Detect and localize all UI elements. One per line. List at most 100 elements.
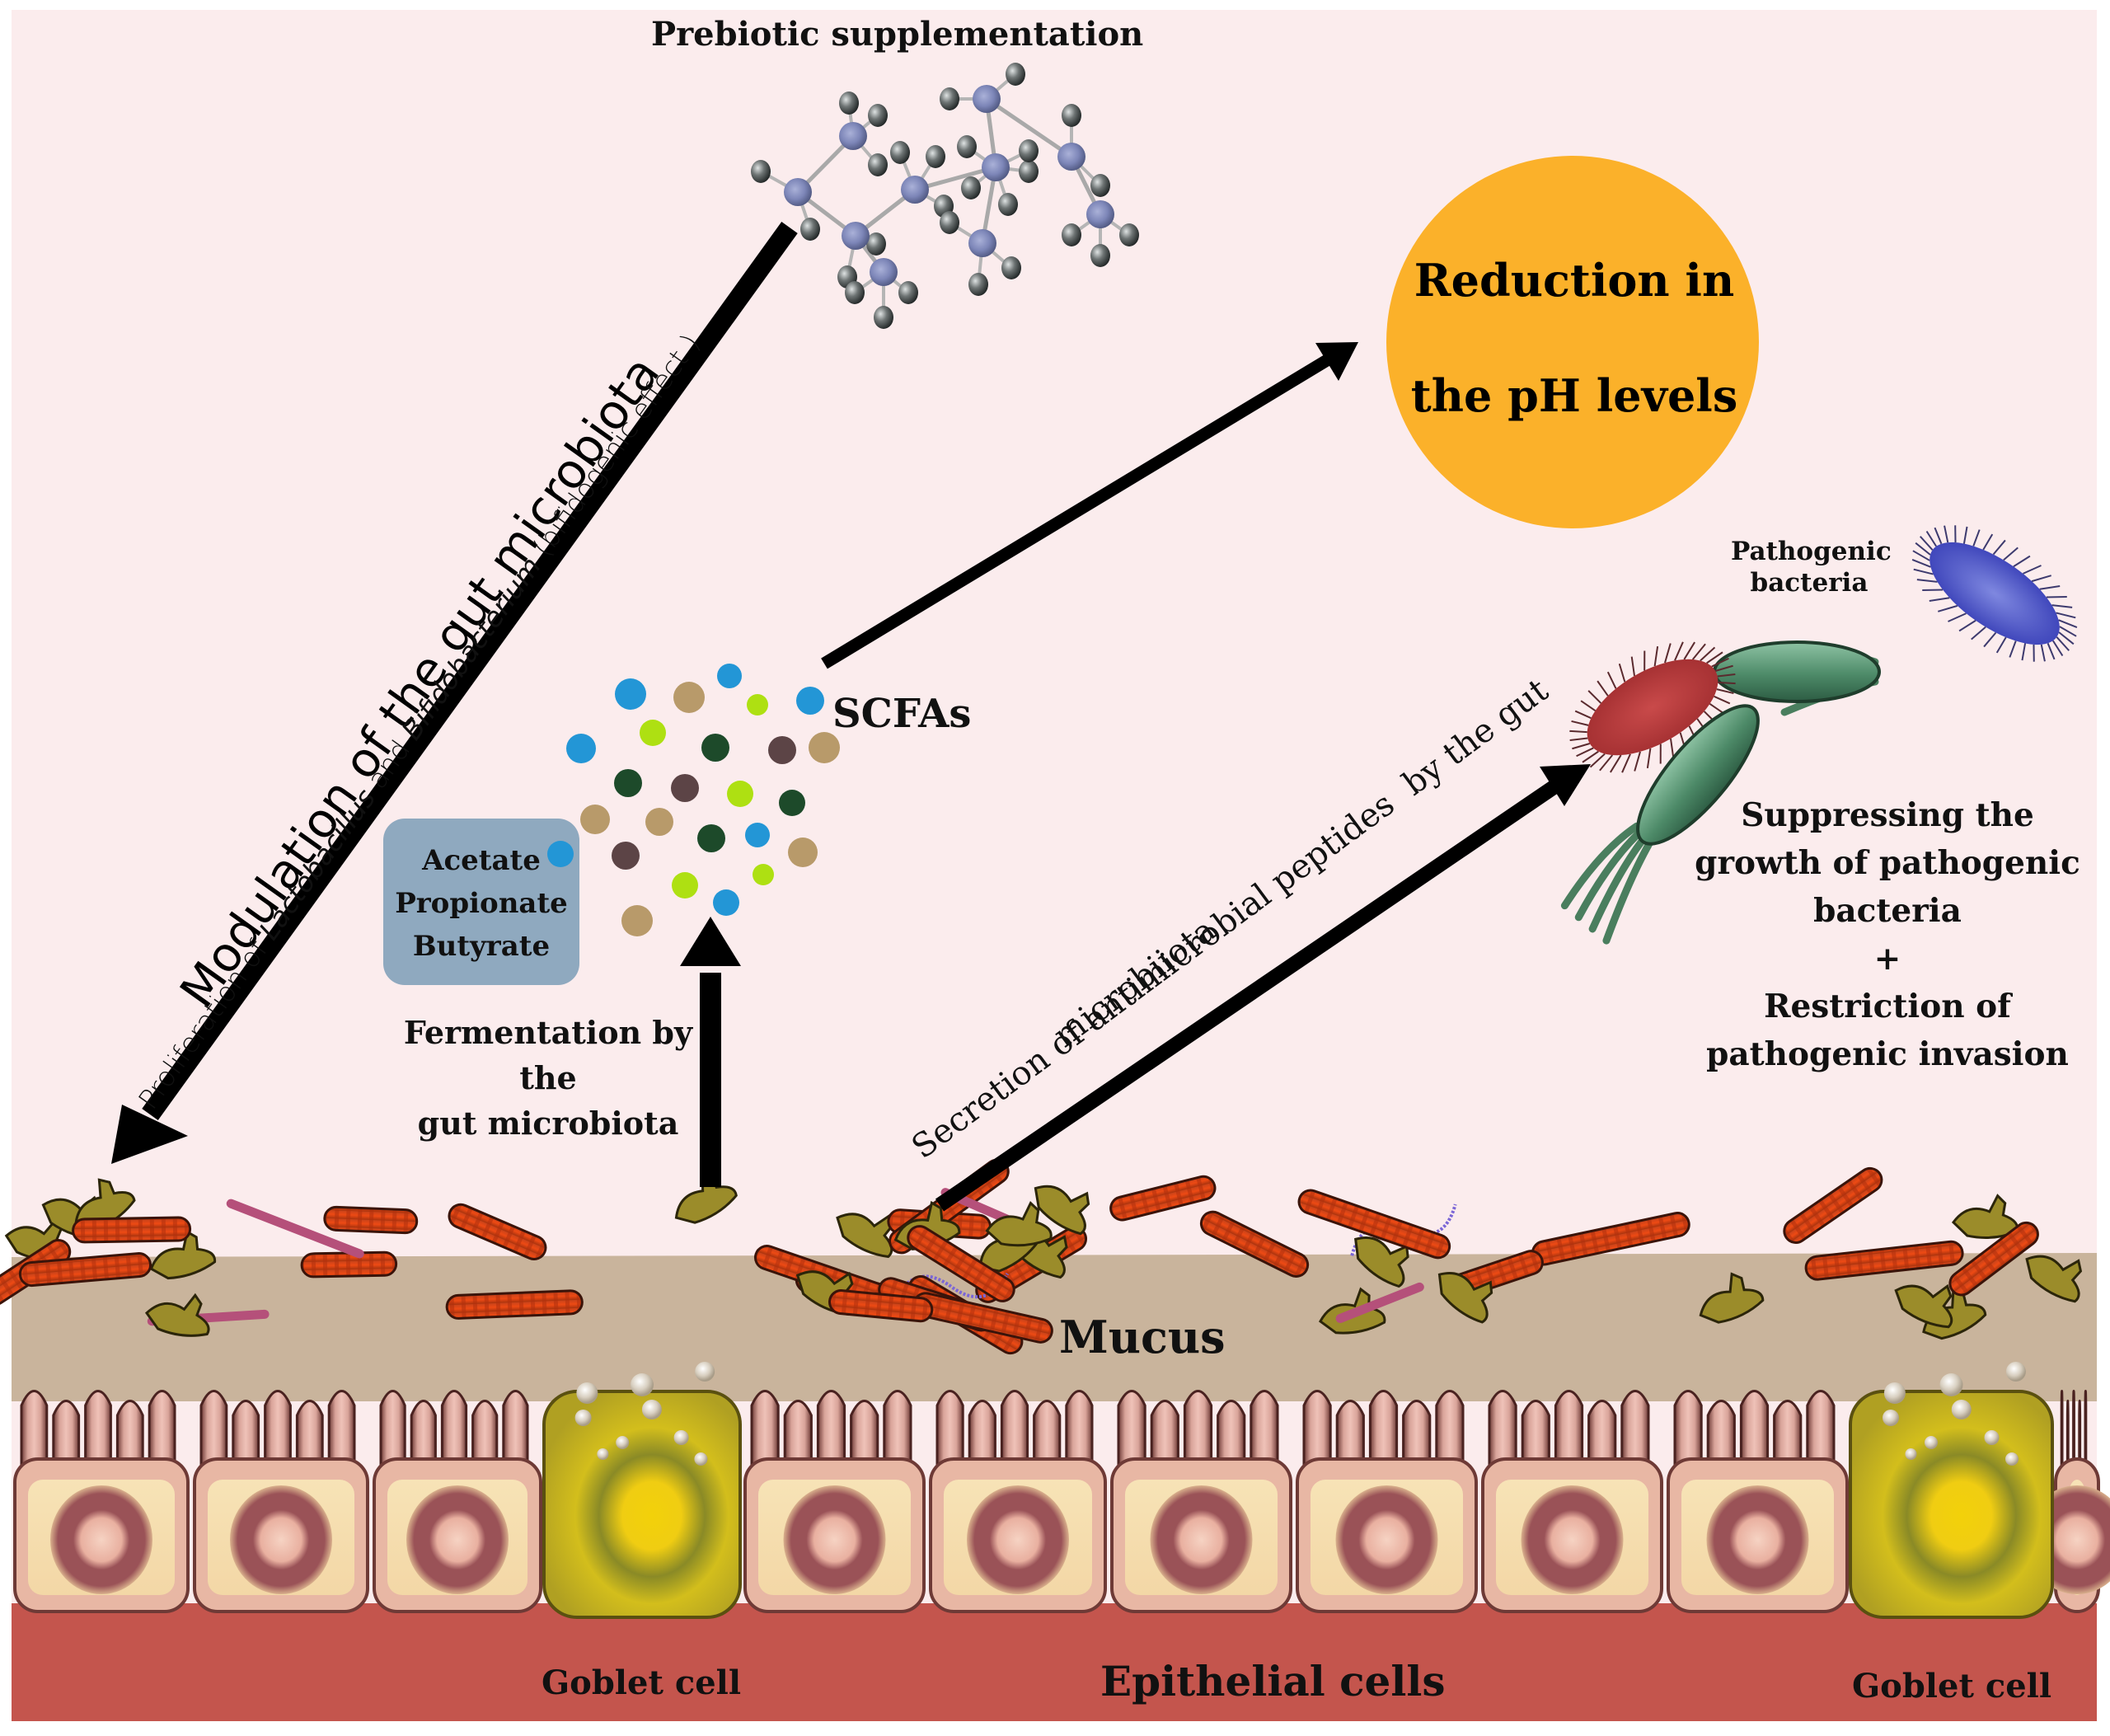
epithelium-layer [13,1362,2110,1619]
microvillus [1302,1390,1332,1477]
pilus [1569,730,1587,734]
fermentation-text: Fermentation by the gut microbiota [387,1010,709,1146]
pilus [1683,641,1695,660]
microvillus [1183,1390,1213,1477]
pilus [2023,565,2042,575]
effect-line-2: growth of pathogenic [1695,844,2080,882]
pilus [2058,631,2075,645]
scfa-dot-darkgreen [697,824,725,852]
scfa-dot-tan [788,838,818,867]
fermentation-line-2: the [519,1059,577,1096]
nucleus-icon [50,1485,152,1594]
green-commensal-bacterium-icon [1713,640,1881,703]
epithelial-cell [1296,1390,1478,1613]
microvillus [1739,1390,1770,1477]
pilus [2056,636,2070,651]
rod-bacterium-icon [1804,1240,1964,1281]
epithelial-cell [193,1390,369,1613]
green-bacterium-flagellum [1588,831,1651,933]
scfa-dot-lime [727,781,753,807]
pilus [1630,656,1635,677]
pilus [2021,643,2027,661]
bifidobacterium-icon [1034,1185,1090,1236]
microvillus [379,1390,406,1477]
microvillus [1587,1400,1617,1477]
nucleus-icon [1521,1485,1624,1594]
red-pathogenic-bacterium-icon [1587,659,1718,756]
pilus [1714,664,1733,672]
goblet-cell-label-right: Goblet cell [1852,1667,2052,1706]
mucus-granule-icon [1984,1430,2000,1445]
rod-bacterium-icon [448,1203,547,1261]
scfa-dot-darkgreen [614,769,642,797]
pilus [1925,530,1937,547]
pilus [2009,640,2017,658]
nucleus-icon [1150,1485,1253,1594]
mucus-granule-icon [641,1400,662,1419]
effect-line-5: Restriction of [1764,988,2011,1025]
scfa-dot-blue [547,841,574,867]
scfa-dot-tan [809,732,840,763]
green-bacterium-flagellum [1560,822,1641,910]
microvillus [1033,1400,1062,1477]
scfa-box-text: Acetate Propionate Butyrate [383,839,579,968]
pilus [1664,643,1672,664]
carbon-atom-icon [901,176,929,204]
pilus [1934,527,1943,545]
pilus [1618,663,1626,683]
filament-bacterium-icon [226,1199,364,1259]
fermentation-arrow [680,917,741,1187]
microvillus [1000,1390,1029,1477]
epithelial-cells-label: Epithelial cells [1100,1657,1446,1706]
bifidobacterium-icon [1699,1272,1765,1324]
pilus [1643,650,1646,671]
green-bacterium-flagellum [1574,826,1646,922]
mucus-granule-icon [1883,1382,1906,1404]
rod-bacterium-icon [445,1289,584,1320]
microvillus [410,1400,437,1477]
pilus [2056,612,2076,619]
pathogen-label-line-1: Pathogenic [1731,537,1892,566]
ph-line-2: the pH levels [1410,369,1738,422]
pilus [1580,700,1597,711]
scfa-dot-brown [768,736,796,764]
pilus [1971,626,1986,640]
hydrogen-atom-icon [890,141,910,164]
hydrogen-atom-icon [957,135,977,158]
mucus-granule-icon [1925,1436,1938,1449]
pilus [2046,595,2067,598]
pilus [1711,657,1729,668]
scfa-dot-blue [566,734,596,763]
mucus-granule-icon [1951,1400,1972,1419]
microvillus [84,1390,112,1477]
nucleus-icon [1706,1485,1809,1594]
carbon-atom-icon [973,85,1001,113]
microvillus [1673,1390,1703,1477]
prebiotic-label: Prebiotic supplementation [651,15,1144,54]
pilus [2052,640,2064,657]
scfa-dot-lime [753,864,774,885]
rod-bacterium-icon [1783,1166,1883,1244]
microvillus [1402,1400,1432,1477]
scfa-dot-tan [621,905,653,936]
hydrogen-atom-icon [1001,256,1021,279]
carbon-atom-icon [839,122,867,150]
microvillus [2084,1390,2088,1477]
effect-line-1: Suppressing the [1741,796,2034,834]
microvillus [935,1390,964,1477]
hydrogen-atom-icon [1019,160,1039,183]
microvillus [440,1390,468,1477]
hydrogen-atom-icon [868,153,888,176]
pilus [2039,584,2061,590]
carbon-atom-icon [1057,143,1085,171]
carbon-atom-icon [870,258,898,286]
pilus [1587,690,1602,704]
epithelial-cell [1667,1390,1849,1613]
secretion-arrow [935,764,1591,1212]
bifidobacterium-icon [1894,1283,1953,1329]
mucus-granule-icon [616,1436,630,1449]
mucus-granule-icon [673,1430,689,1445]
pilus [1972,529,1981,547]
carbon-atom-icon [968,229,996,257]
scfa-dot-blue [745,823,770,847]
